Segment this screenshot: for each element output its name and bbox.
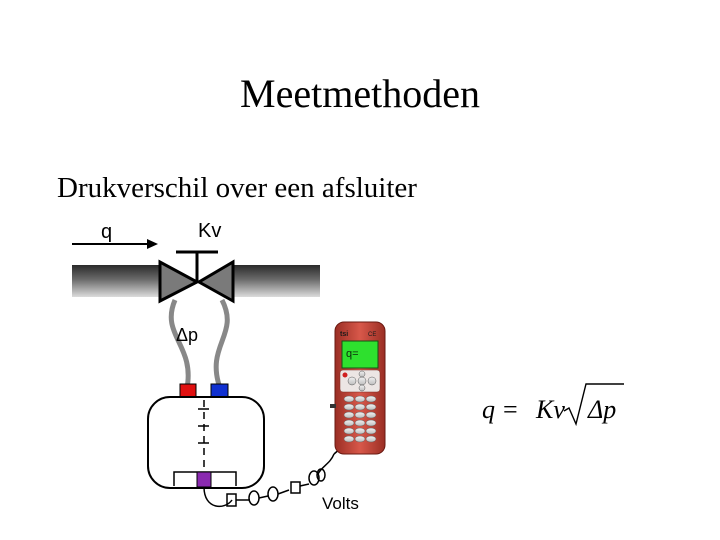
- formula-coef: Kv: [535, 395, 565, 424]
- handheld-meter: tsi CE q=: [330, 321, 386, 455]
- meter-ce-mark: CE: [368, 332, 376, 338]
- meter-screen-text: q=: [346, 348, 359, 360]
- volts-label: Volts: [322, 494, 359, 513]
- meter-brand: tsi: [340, 331, 348, 338]
- valve-label: Kv: [198, 220, 221, 242]
- signal-cable: [203, 447, 342, 508]
- flow-label: q: [101, 221, 112, 243]
- valve-icon: [158, 250, 235, 304]
- flow-formula: q = Kv Δp: [482, 383, 624, 427]
- pressure-hoses: [168, 298, 230, 389]
- slide-title: Meetmethoden: [240, 71, 480, 116]
- flow-arrow: [72, 239, 158, 249]
- pressure-module: [147, 383, 265, 489]
- formula-equals: =: [503, 395, 518, 424]
- dp-label: Δp: [176, 325, 198, 345]
- formula-radicand: Δp: [587, 395, 616, 424]
- formula-sqrt-sign: [563, 383, 624, 427]
- meter-keypad: [343, 395, 377, 443]
- pipe: [72, 265, 320, 297]
- formula-lhs: q: [482, 395, 495, 424]
- slide-subtitle: Drukverschil over een afsluiter: [57, 172, 417, 204]
- meter-screen: [341, 340, 379, 369]
